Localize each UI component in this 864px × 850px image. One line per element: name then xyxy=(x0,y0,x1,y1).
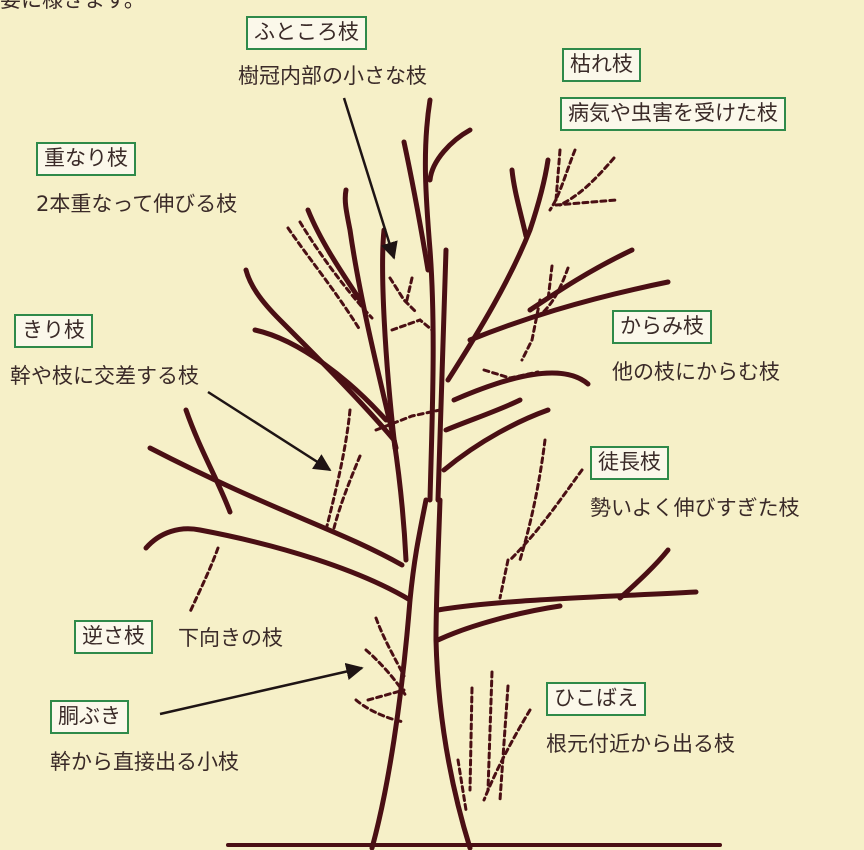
label-sakasa-desc: 下向きの枝 xyxy=(178,626,283,650)
arrow-futokoro xyxy=(342,97,398,260)
label-futokoro-title: ふところ枝 xyxy=(246,16,367,50)
label-tokucho-title: 徒長枝 xyxy=(590,446,669,480)
label-karami-desc: 他の枝にからむ枝 xyxy=(612,360,780,384)
label-dobuki-desc: 幹から直接出る小枝 xyxy=(50,750,239,774)
label-futokoro-desc: 樹冠内部の小さな枝 xyxy=(238,64,427,88)
label-karami-title: からみ枝 xyxy=(612,310,712,344)
label-dobuki-title: 胴ぶき xyxy=(50,700,129,734)
label-kasanari-title: 重なり枝 xyxy=(36,142,136,176)
arrow-dobuki xyxy=(159,662,364,716)
label-hikobae-desc: 根元付近から出る枝 xyxy=(546,732,735,756)
label-kare-desc: 病気や虫害を受けた枝 xyxy=(560,97,786,131)
label-kiri-desc: 幹や枝に交差する枝 xyxy=(10,364,199,388)
pruned-branches xyxy=(188,148,618,812)
arrow-kiri xyxy=(207,390,332,472)
label-kiri-title: きり枝 xyxy=(14,314,93,348)
label-hikobae-title: ひこばえ xyxy=(546,682,646,716)
label-kare-title: 枯れ枝 xyxy=(562,48,641,82)
top-text-fragment: 要に様きます。 xyxy=(0,0,145,12)
pointer-arrows xyxy=(159,97,398,716)
label-tokucho-desc: 勢いよく伸びすぎた枝 xyxy=(590,496,800,520)
label-kasanari-desc: 2本重なって伸びる枝 xyxy=(36,192,238,216)
label-sakasa-title: 逆さ枝 xyxy=(74,620,153,654)
